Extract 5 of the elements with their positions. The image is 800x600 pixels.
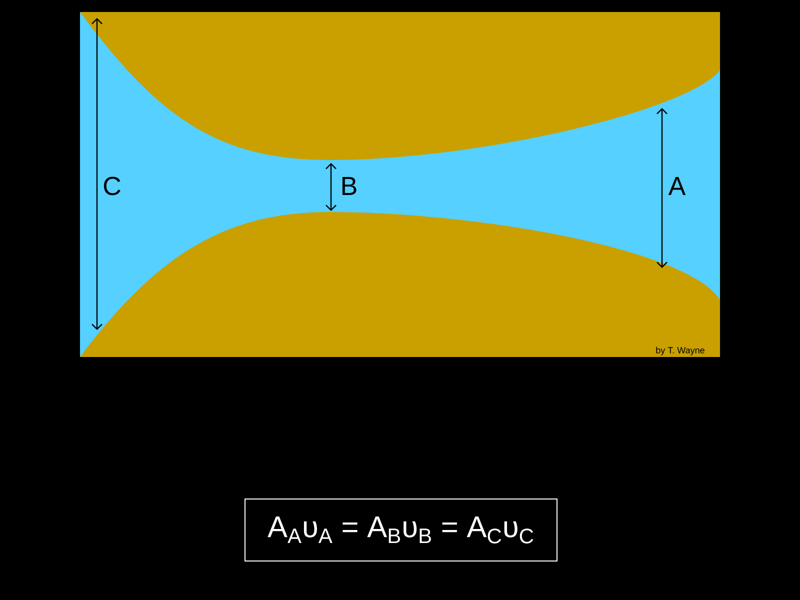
dimension-label: C <box>104 176 120 196</box>
dimension-label: A <box>668 177 686 195</box>
credit-text: by T. Wayne <box>656 346 704 356</box>
dimension-label: B <box>342 177 356 195</box>
formula-box: A$_{A}$υ$_{A}$ = A$_{B}$υ$_{B}$ = A$_{C}$υ$_{C}$ <box>244 498 558 562</box>
